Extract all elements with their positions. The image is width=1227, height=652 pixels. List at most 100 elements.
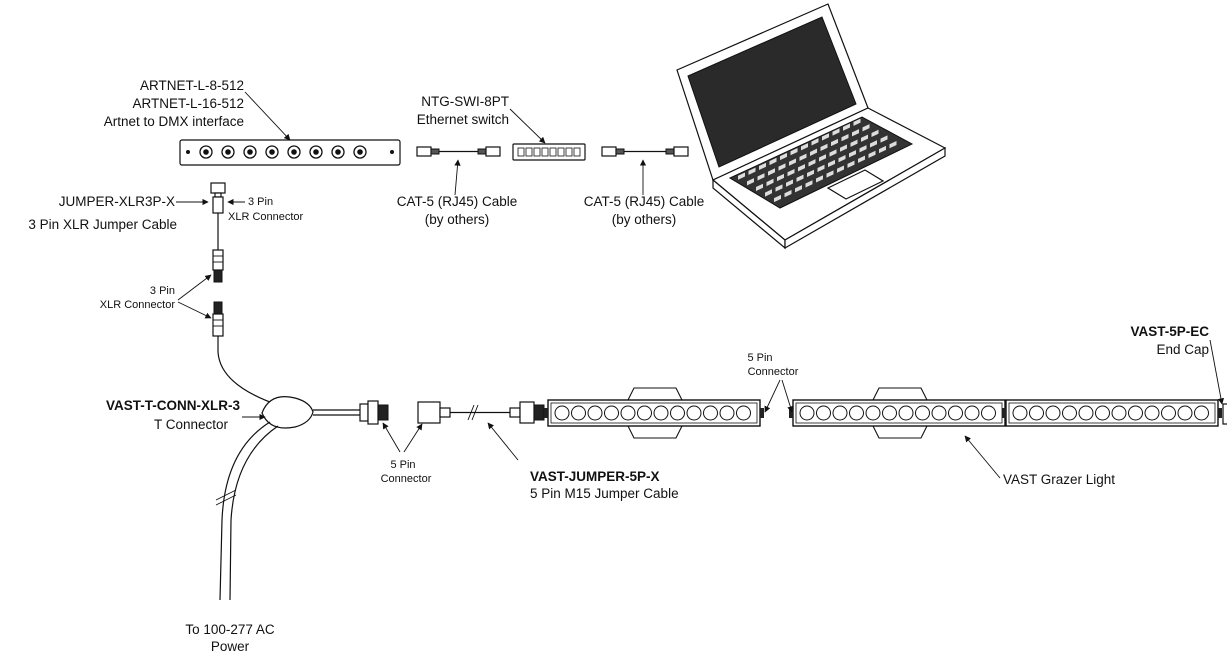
dmx-port [199,145,213,159]
switch-port [573,147,581,157]
laptop-key [738,172,745,180]
laptop-key [790,147,798,156]
grazer-lens [637,405,652,421]
laptop-key [832,128,840,136]
laptop-key [853,118,861,126]
grazer-lens [1194,405,1209,421]
laptop-key [859,145,867,153]
laptop-key [817,164,825,173]
jumper5p-desc-label: 5 Pin M15 Jumper Cable [530,486,679,501]
grazer-lens [1161,405,1176,421]
laptop-key [784,189,792,198]
cat5-2-label-line2: (by others) [612,212,677,227]
xlr-jumper-cable [210,182,226,283]
grazer-lens [832,405,848,421]
dmx-port [265,145,279,159]
laptop-key [841,133,849,142]
laptop-key [868,150,876,159]
artnet-interface [179,139,401,166]
laptop-key [858,155,865,163]
laptop-key [795,185,802,193]
grazer-lens [948,405,963,421]
laptop-key [828,159,835,168]
endcap-model-label: VAST-5P-EC [1130,324,1209,339]
laptop-key [769,157,777,166]
grazer-lens [915,405,930,421]
laptop-key [756,183,763,191]
xlr-jumper-model-label: JUMPER-XLR3P-X [59,194,175,209]
laptop-key [801,143,808,151]
laptop-key [889,140,897,149]
grazer-lens [816,405,831,421]
laptop-key [786,179,793,187]
laptop-key [871,129,879,138]
grazer-lens [799,405,815,421]
artnet-model-label-2: ARTNET-L-16-512 [132,96,244,111]
grazer-lens [703,405,718,421]
switch-port [517,147,525,157]
power-label-line2: Power [211,639,250,652]
xlr-conn-a-label-line2: XLR Connector [228,211,304,223]
laptop-illustration [676,3,947,250]
laptop-key [799,153,807,161]
laptop-key [829,149,837,157]
power-label-line1: To 100-277 AC [185,622,275,637]
mounting-bracket-top [872,387,928,401]
laptop-key [775,184,783,192]
grazer-lens [1111,405,1127,421]
laptop-key [787,168,795,177]
xlr-conn-b-leader-line-1 [177,274,212,301]
grazer-lens [587,405,603,421]
grazer-lens [736,405,751,421]
switch-port [557,147,565,157]
dmx-port [331,145,345,159]
switch-port [549,147,557,157]
dmx-port [353,145,367,159]
pin5-conn-b-label-line2: Connector [748,366,799,378]
grazer-lens [981,405,996,421]
grazer-lens [1095,405,1110,421]
xlr-conn-b-leader-line-2 [177,301,212,319]
grazer-lens [849,405,864,421]
xlr-jumper-desc-label: 3 Pin XLR Jumper Cable [28,217,177,232]
laptop-key [879,145,886,154]
pin5-conn-b-label-line1: 5 Pin [747,352,772,364]
grazer-lens [1012,405,1028,421]
grazer-desc-label: VAST Grazer Light [1003,472,1115,487]
xlr-conn-b-label-line2: XLR Connector [100,299,176,311]
laptop-key [820,143,828,152]
five-pin-connector-pair [359,400,451,425]
xlr-conn-b-label-line1: 3 Pin [150,285,175,297]
laptop-key [840,144,847,152]
laptop-key [759,162,766,170]
pin5-conn-a-leader-line-2 [403,423,423,453]
grazer-lens [670,405,685,421]
dmx-port [287,145,301,159]
cat5-cable-1 [416,146,501,157]
laptop-key [811,138,819,146]
laptop-key [796,174,804,182]
grazer-connector-in [1002,408,1006,418]
laptop-key [831,138,838,147]
grazer-lens [898,405,914,421]
grazer-lens [620,405,636,421]
xlr-conn-a-label-line1: 3 Pin [248,196,273,208]
switch-leader-line [509,108,546,144]
laptop-key [826,170,834,178]
artnet-dmx-ports [199,145,367,159]
laptop-key [780,152,787,161]
grazer-connector-in [544,408,548,418]
laptop-key [805,180,813,188]
cat5-cable-2 [601,146,689,157]
pin5-conn-b-leader-line-1 [764,379,781,413]
switch-port [541,147,549,157]
dmx-port [243,145,257,159]
switch-desc-label: Ethernet switch [417,112,509,127]
laptop-key [850,139,858,147]
grazer-lens [1144,405,1160,421]
laptop-key [837,165,844,173]
pin5-conn-a-label-line2: Connector [381,473,432,485]
laptop-key [747,178,754,186]
mounting-bracket-top [627,387,683,401]
